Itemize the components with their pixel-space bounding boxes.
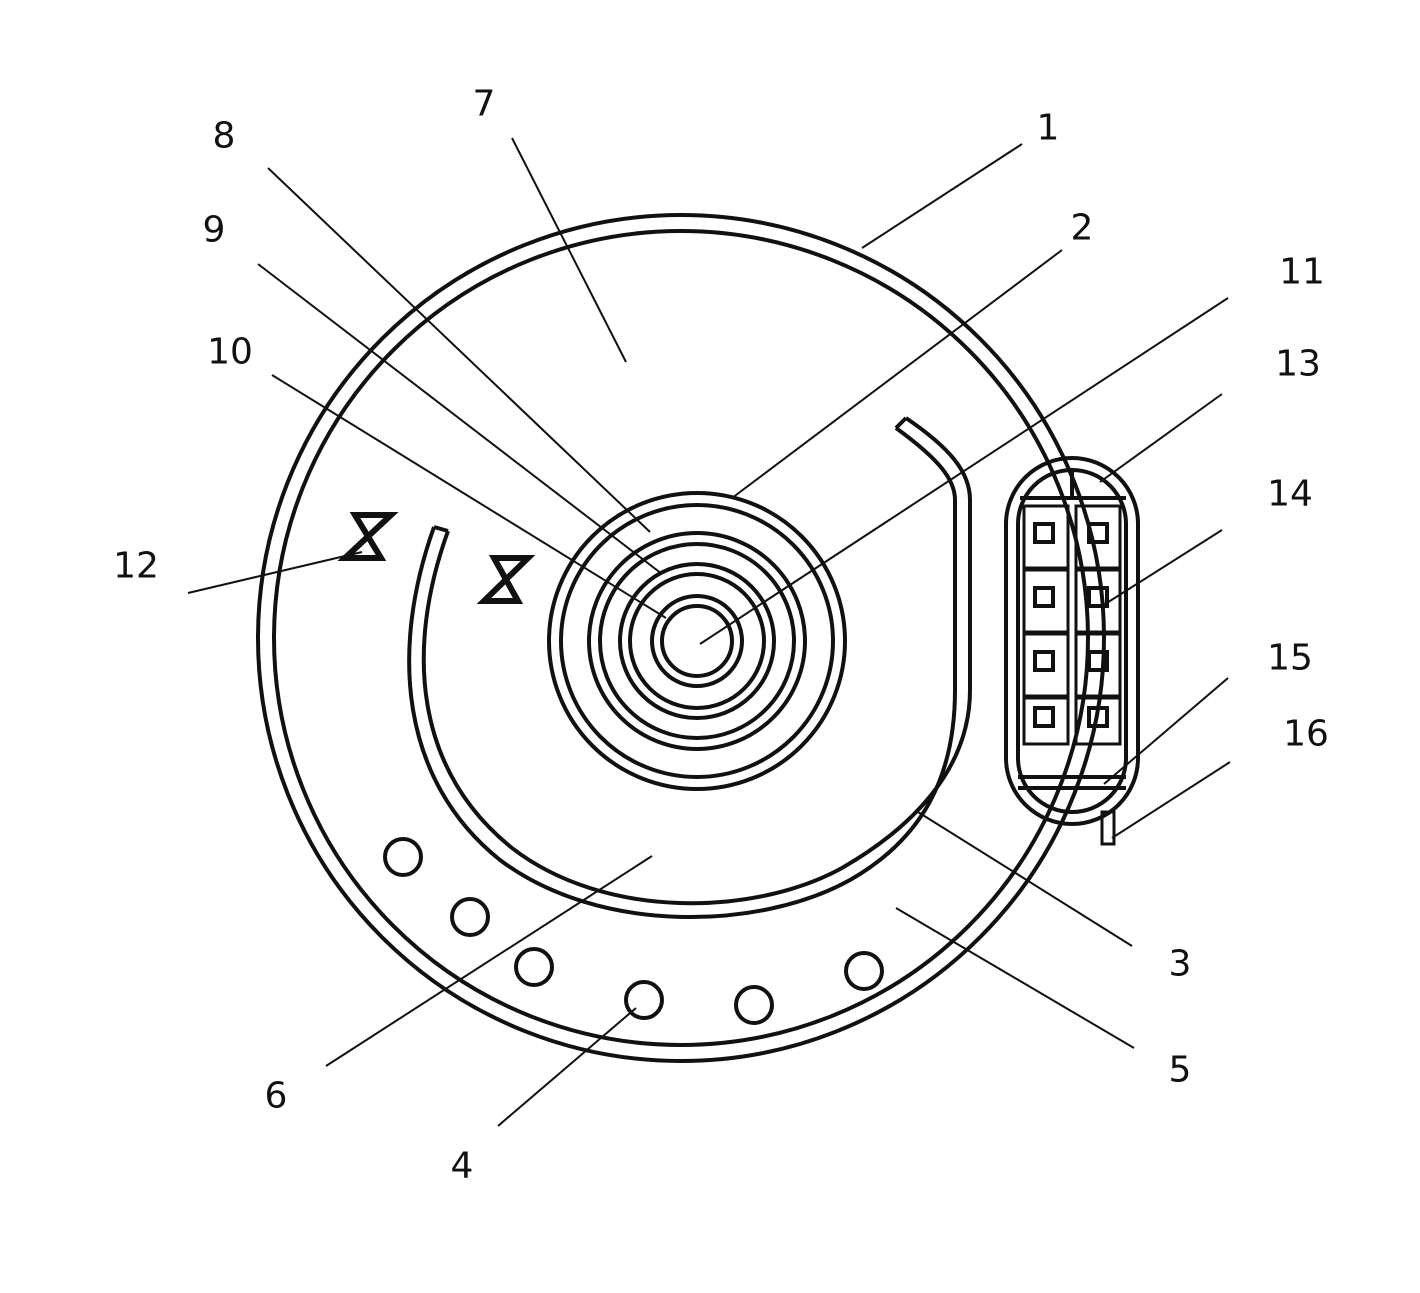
side-capsule — [1004, 456, 1140, 826]
hole — [624, 980, 664, 1020]
label-12: 12 — [113, 546, 159, 587]
leader-line-4 — [497, 1007, 637, 1127]
label-5: 5 — [1169, 1050, 1192, 1091]
reference-labels: 1 2 3 4 5 6 7 8 9 10 11 12 13 14 15 16 — [113, 84, 1329, 1187]
leader-line-13 — [1099, 393, 1223, 483]
leader-line-14 — [1101, 529, 1223, 607]
label-4: 4 — [451, 1146, 474, 1187]
label-6: 6 — [265, 1076, 288, 1117]
partition-wall — [407, 416, 972, 919]
label-16: 16 — [1283, 714, 1329, 755]
label-2: 2 — [1071, 208, 1094, 249]
leader-line-7 — [511, 137, 627, 363]
hole — [844, 951, 884, 991]
hole-row — [383, 837, 884, 1025]
leader-line-11 — [699, 297, 1229, 645]
label-10: 10 — [207, 332, 253, 373]
hole — [734, 985, 774, 1025]
hole — [450, 897, 490, 937]
leader-line-2 — [731, 249, 1063, 499]
label-14: 14 — [1267, 474, 1313, 515]
label-1: 1 — [1037, 108, 1060, 149]
leader-line-6 — [325, 855, 653, 1067]
leader-line-9 — [257, 263, 663, 575]
valve-symbol-right — [476, 555, 536, 604]
leader-line-1 — [861, 143, 1023, 249]
label-9: 9 — [203, 210, 226, 251]
label-15: 15 — [1267, 638, 1313, 679]
valve-symbol-left — [337, 512, 399, 561]
leader-line-16 — [1111, 761, 1231, 839]
label-3: 3 — [1169, 944, 1192, 985]
capsule-outlet-pipe — [1100, 810, 1116, 846]
leader-line-15 — [1103, 677, 1229, 785]
leader-line-12 — [187, 551, 363, 594]
leader-line-10 — [271, 374, 667, 619]
leader-line-8 — [267, 167, 651, 533]
outer-housing — [256, 213, 1106, 1063]
label-7: 7 — [473, 84, 496, 125]
leader-line-3 — [917, 811, 1133, 947]
center-rings — [547, 491, 847, 791]
hole — [383, 837, 423, 877]
label-13: 13 — [1275, 344, 1321, 385]
capsule-cell-grid — [1022, 504, 1122, 746]
leader-lines — [187, 137, 1231, 1127]
hole — [514, 947, 554, 987]
label-11: 11 — [1279, 252, 1325, 293]
label-8: 8 — [213, 116, 236, 157]
leader-line-5 — [895, 907, 1135, 1049]
